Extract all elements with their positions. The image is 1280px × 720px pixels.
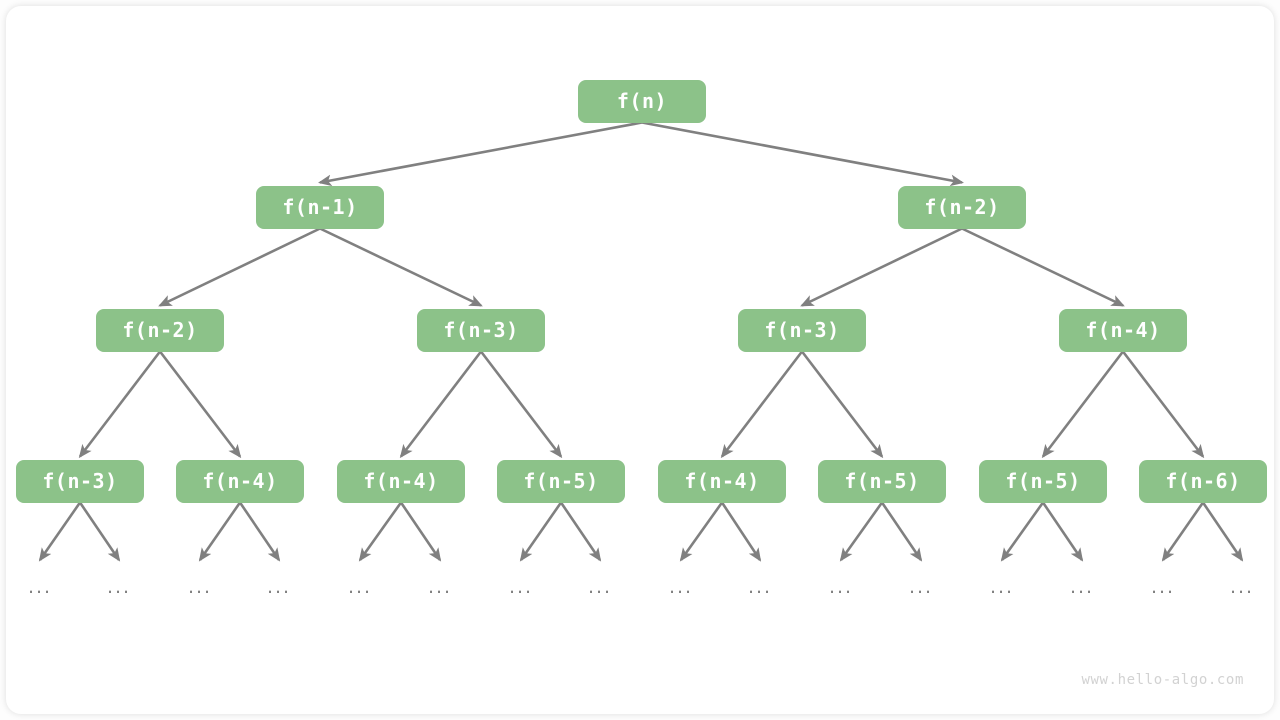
tree-node-label: f(n-2): [122, 318, 198, 342]
ellipsis-mark-10: ...: [747, 576, 773, 598]
edge-l2-2-to-l3-3: [800, 227, 963, 307]
edge-l3-3-to-l4-5: [720, 350, 804, 459]
tree-node-l4-7: f(n-5): [979, 459, 1107, 503]
tree-node-l4-5: f(n-4): [658, 459, 786, 503]
tree-node-label: f(n-4): [202, 469, 278, 493]
edge-l1-1-to-l2-1: [318, 121, 643, 187]
ellipsis-mark-14: ...: [1069, 576, 1095, 598]
edge-l3-3-to-l4-6: [800, 350, 884, 459]
tree-node-l3-3: f(n-3): [738, 308, 866, 352]
edge-l4-6-to-ellipsis-11: [839, 501, 884, 562]
tree-node-l2-1: f(n-1): [256, 185, 384, 229]
tree-node-label: f(n-2): [924, 195, 1000, 219]
edge-l4-5-to-ellipsis-9: [679, 501, 724, 562]
tree-node-label: f(n-5): [523, 469, 599, 493]
tree-node-label: f(n-4): [1085, 318, 1161, 342]
tree-node-label: f(n-3): [764, 318, 840, 342]
ellipsis-mark-3: ...: [187, 576, 213, 598]
recursion-tree-edges: [38, 121, 1244, 562]
ellipsis-mark-6: ...: [427, 576, 453, 598]
tree-node-label: f(n-3): [443, 318, 519, 342]
tree-node-l4-2: f(n-4): [176, 459, 304, 503]
tree-node-l4-6: f(n-5): [818, 459, 946, 503]
tree-node-l3-1: f(n-2): [96, 308, 224, 352]
tree-node-label: f(n-5): [1005, 469, 1081, 493]
edge-l2-2-to-l3-4: [961, 227, 1125, 307]
edge-l4-1-to-ellipsis-1: [38, 501, 82, 562]
ellipsis-mark-4: ...: [266, 576, 292, 598]
ellipsis-mark-9: ...: [668, 576, 694, 598]
edge-l4-7-to-ellipsis-14: [1041, 501, 1084, 562]
ellipsis-mark-7: ...: [508, 576, 534, 598]
tree-node-l4-4: f(n-5): [497, 459, 625, 503]
edge-l4-2-to-ellipsis-4: [238, 501, 281, 562]
edge-l4-3-to-ellipsis-5: [358, 501, 403, 562]
edge-l3-1-to-l4-1: [78, 350, 162, 459]
tree-node-label: f(n-6): [1165, 469, 1241, 493]
edge-l3-2-to-l4-4: [479, 350, 563, 459]
edge-l3-4-to-l4-8: [1121, 350, 1205, 459]
edge-l4-6-to-ellipsis-12: [880, 501, 923, 562]
ellipsis-mark-5: ...: [347, 576, 373, 598]
tree-node-label: f(n-5): [844, 469, 920, 493]
ellipsis-mark-13: ...: [989, 576, 1015, 598]
ellipsis-mark-16: ...: [1229, 576, 1255, 598]
ellipsis-mark-11: ...: [828, 576, 854, 598]
edge-l3-4-to-l4-7: [1041, 350, 1125, 459]
edge-l4-1-to-ellipsis-2: [78, 501, 121, 562]
edge-l4-3-to-ellipsis-6: [399, 501, 442, 562]
ellipsis-mark-8: ...: [587, 576, 613, 598]
tree-node-l2-2: f(n-2): [898, 185, 1026, 229]
edge-l4-5-to-ellipsis-10: [720, 501, 762, 562]
tree-node-label: f(n-4): [363, 469, 439, 493]
ellipsis-mark-12: ...: [908, 576, 934, 598]
watermark: www.hello-algo.com: [1081, 672, 1244, 688]
edge-l4-7-to-ellipsis-13: [1000, 501, 1045, 562]
tree-node-label: f(n-1): [282, 195, 358, 219]
tree-node-l4-3: f(n-4): [337, 459, 465, 503]
ellipsis-mark-2: ...: [106, 576, 132, 598]
edge-l4-8-to-ellipsis-16: [1201, 501, 1244, 562]
diagram-frame: f(n) f(n-1) f(n-2) f(n-2) f(n-3) f(n-3) f(n-4)…: [6, 6, 1274, 714]
tree-node-label: f(n-4): [684, 469, 760, 493]
edge-l4-8-to-ellipsis-15: [1161, 501, 1205, 562]
tree-node-l1-1: f(n): [578, 79, 706, 123]
edge-l4-4-to-ellipsis-7: [519, 501, 563, 562]
ellipsis-mark-15: ...: [1150, 576, 1176, 598]
edge-l2-1-to-l3-2: [319, 227, 483, 307]
edge-l3-1-to-l4-2: [158, 350, 242, 459]
edge-l4-2-to-ellipsis-3: [198, 501, 242, 562]
ellipsis-mark-1: ...: [27, 576, 53, 598]
tree-node-l3-2: f(n-3): [417, 308, 545, 352]
edge-l4-4-to-ellipsis-8: [559, 501, 602, 562]
tree-node-l4-1: f(n-3): [16, 459, 144, 503]
tree-node-label: f(n): [616, 89, 668, 113]
edge-l2-1-to-l3-1: [158, 227, 321, 307]
tree-node-l4-8: f(n-6): [1139, 459, 1267, 503]
tree-node-l3-4: f(n-4): [1059, 308, 1187, 352]
edge-l3-2-to-l4-3: [399, 350, 483, 459]
tree-node-label: f(n-3): [42, 469, 118, 493]
edge-l1-1-to-l2-2: [641, 121, 964, 187]
